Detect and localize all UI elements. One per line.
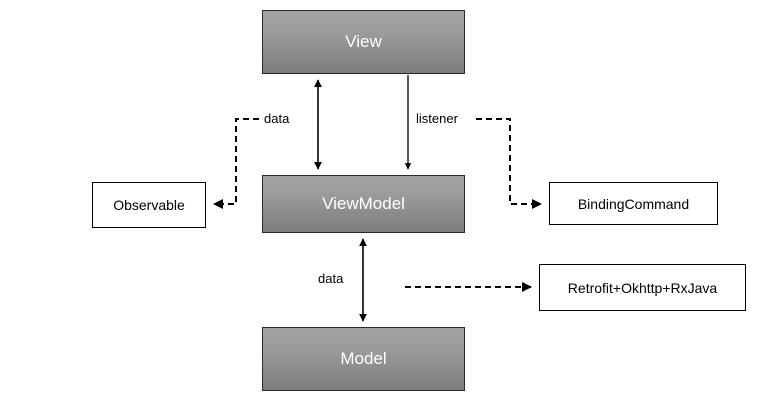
- edge-label-data-bottom: data: [318, 271, 344, 286]
- node-bindingcommand-label: BindingCommand: [577, 195, 690, 212]
- node-retrofit-label: Retrofit+Okhttp+RxJava: [567, 279, 718, 296]
- node-viewmodel-label: ViewModel: [322, 194, 405, 213]
- node-bindingcommand[interactable]: BindingCommand: [549, 182, 718, 225]
- node-model[interactable]: Model: [262, 327, 465, 391]
- edge-label-data-top: data: [264, 111, 290, 126]
- edge-listener-to-bindingcommand: [476, 118, 542, 209]
- node-retrofit-okhttp-rxjava[interactable]: Retrofit+Okhttp+RxJava: [539, 264, 746, 311]
- node-observable[interactable]: Observable: [92, 182, 206, 228]
- node-view-label: View: [345, 32, 382, 51]
- node-observable-label: Observable: [113, 197, 185, 213]
- node-model-label: Model: [340, 349, 387, 368]
- edge-data-to-observable: [213, 118, 259, 209]
- node-viewmodel[interactable]: ViewModel: [262, 175, 465, 233]
- node-view[interactable]: View: [262, 10, 465, 74]
- edge-label-listener: listener: [416, 111, 458, 126]
